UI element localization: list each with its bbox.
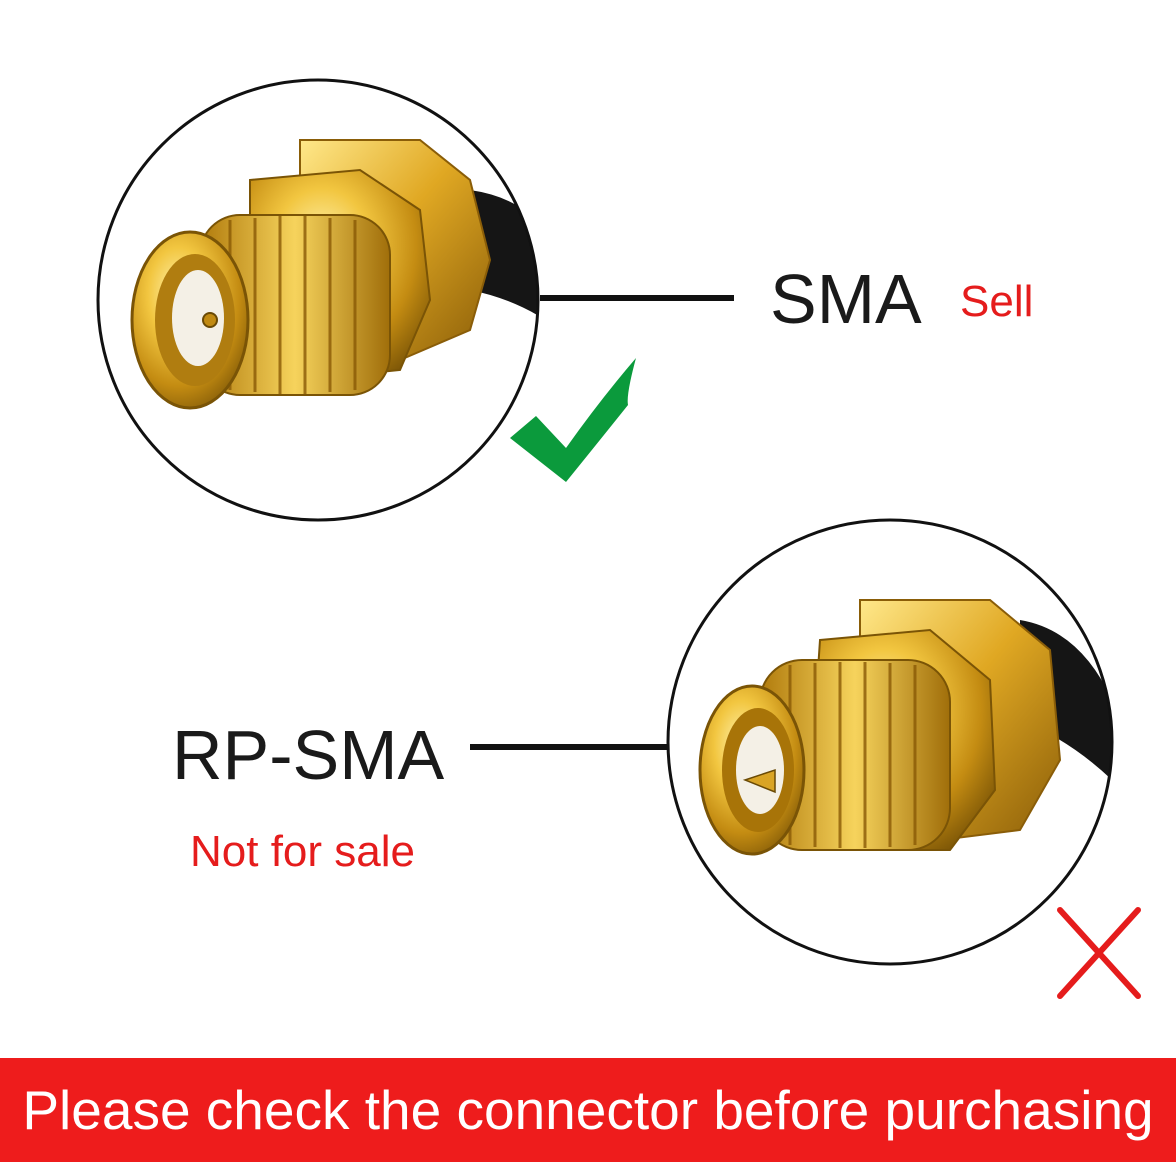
rp-sma-label: RP-SMA <box>172 716 445 794</box>
sma-sell-note: Sell <box>960 277 1034 326</box>
warning-banner: Please check the connector before purcha… <box>0 1058 1176 1162</box>
rp-sma-connector-photo <box>666 518 1114 966</box>
cross-mark-icon <box>1057 907 1141 999</box>
sma-connector-photo <box>96 78 540 522</box>
rp-sma-not-for-sale-note: Not for sale <box>190 827 415 876</box>
sma-label: SMA <box>770 260 922 338</box>
warning-banner-text: Please check the connector before purcha… <box>22 1079 1154 1141</box>
check-mark-icon <box>510 358 636 482</box>
